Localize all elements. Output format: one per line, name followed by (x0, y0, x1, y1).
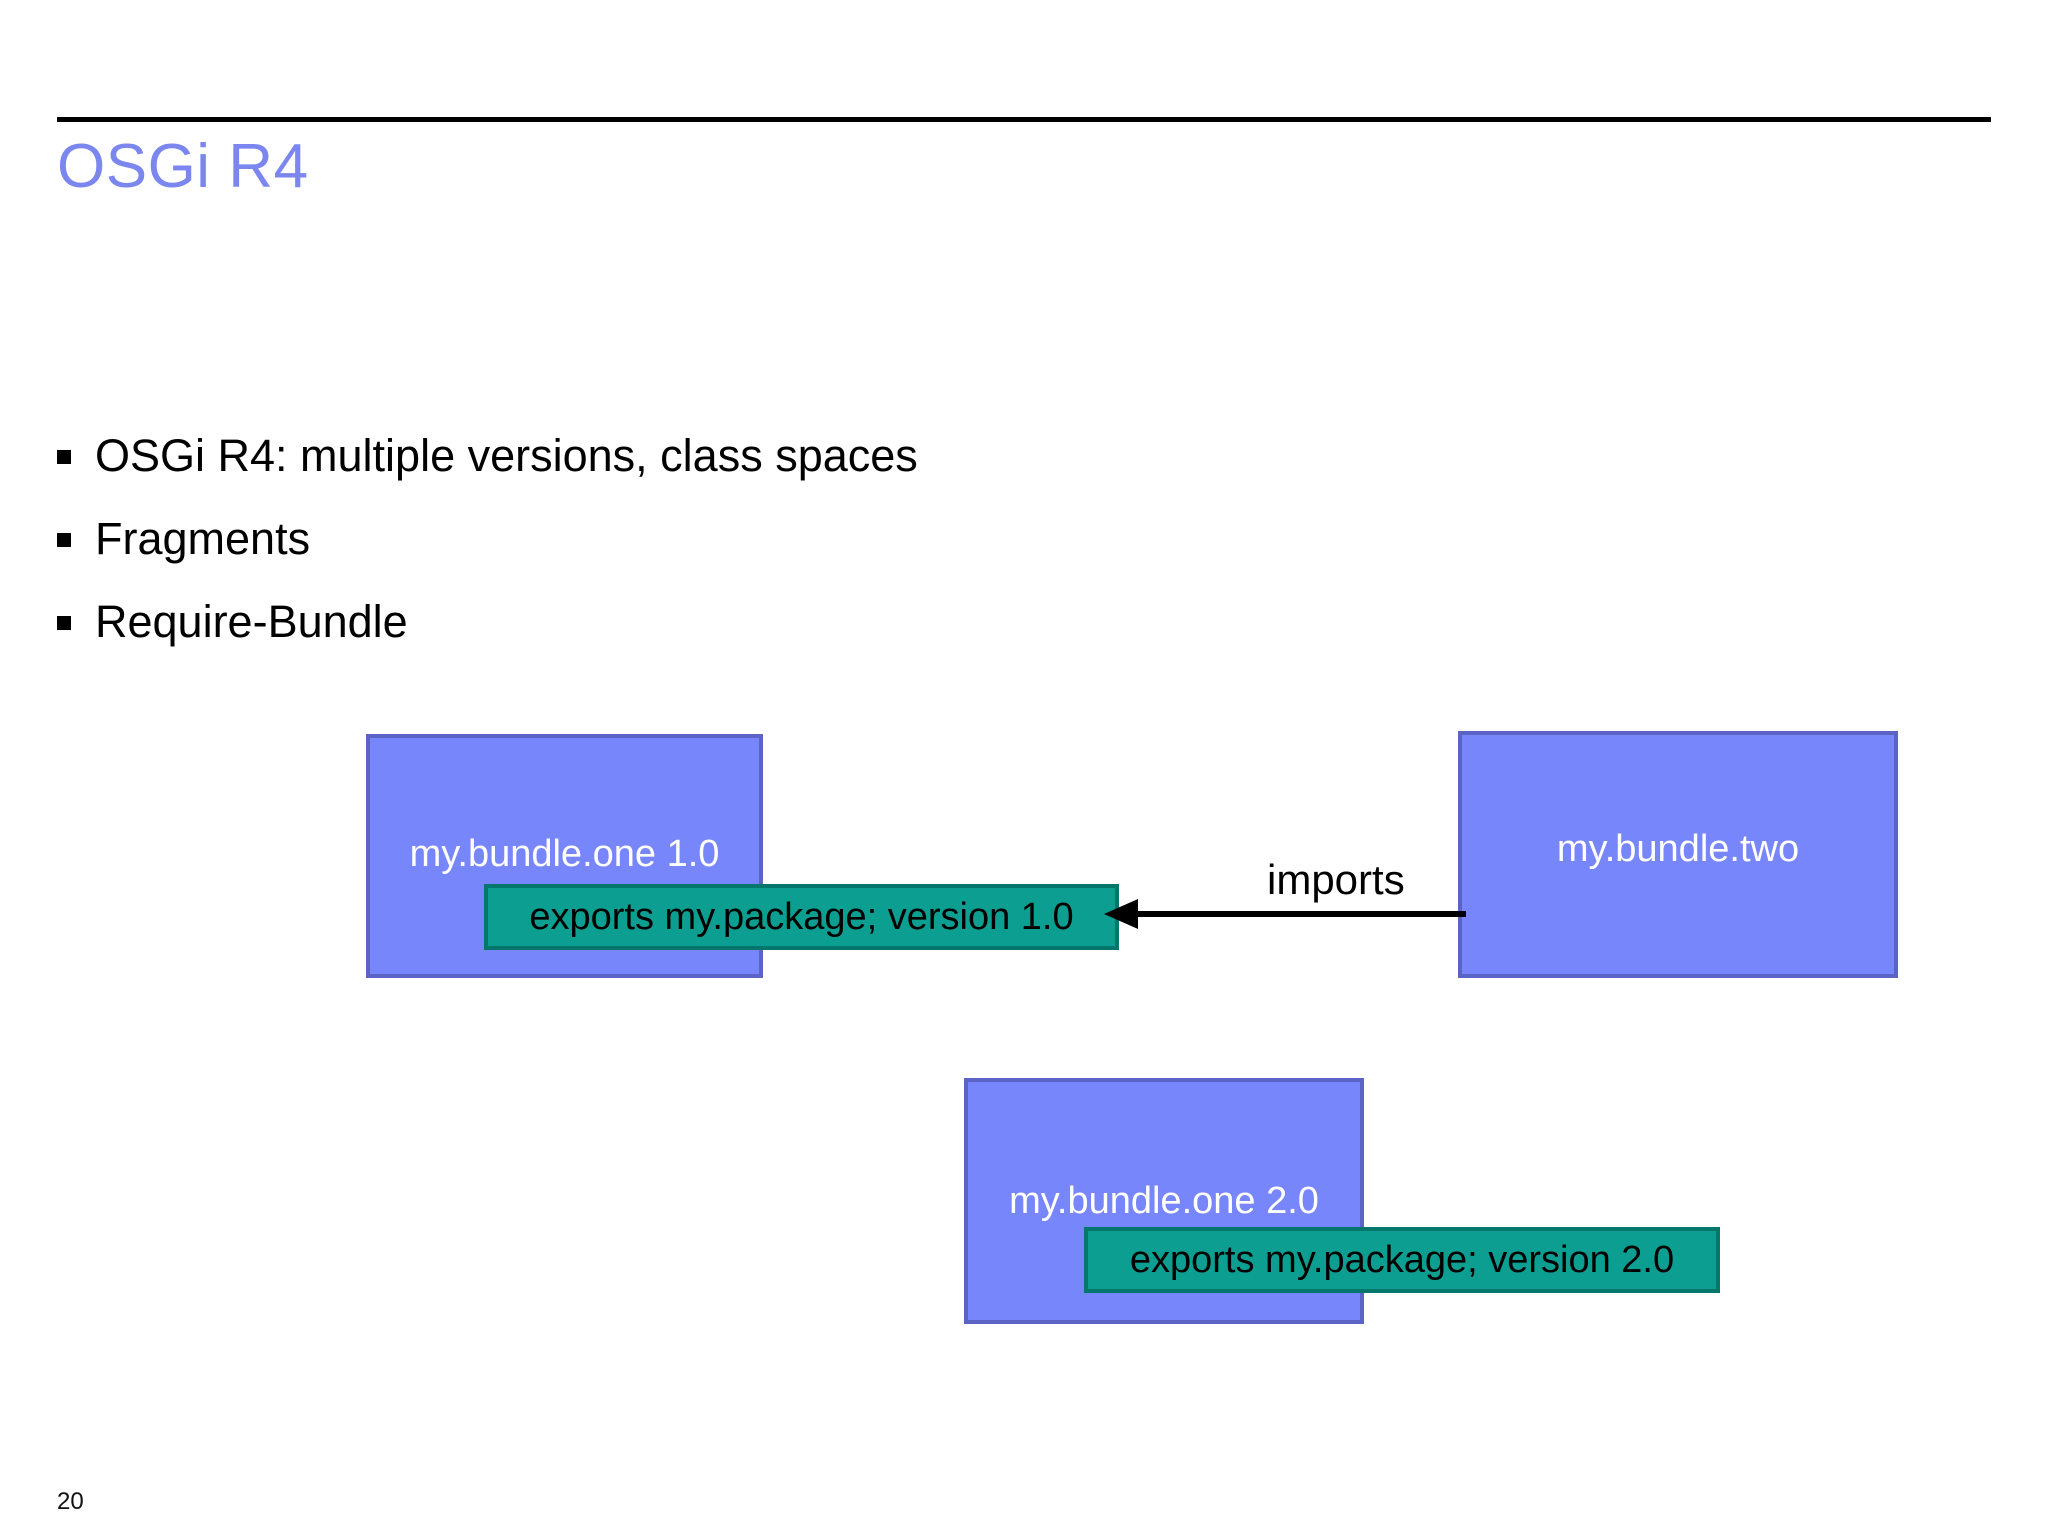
title-divider (57, 117, 1991, 122)
bundle-label: my.bundle.two (1556, 828, 1800, 870)
bullet-list: OSGi R4: multiple versions, class spaces… (57, 428, 1757, 677)
list-item: Fragments (57, 511, 1757, 594)
bundle-label: my.bundle.one 1.0 (409, 833, 720, 875)
list-item: OSGi R4: multiple versions, class spaces (57, 428, 1757, 511)
export-label: exports my.package; version 2.0 (1129, 1239, 1675, 1281)
bundle-box-my-bundle-two: my.bundle.two (1458, 731, 1898, 978)
list-item-label: Fragments (95, 513, 311, 564)
export-box-version-2-0: exports my.package; version 2.0 (1084, 1227, 1720, 1293)
square-bullet-icon (57, 533, 71, 547)
bundle-label: my.bundle.one 2.0 (1009, 1180, 1319, 1222)
list-item: Require-Bundle (57, 594, 1757, 677)
page-number: 20 (57, 1488, 84, 1515)
square-bullet-icon (57, 450, 71, 464)
export-box-version-1-0: exports my.package; version 1.0 (484, 884, 1119, 950)
page-title: OSGi R4 (57, 132, 309, 201)
list-item-label: Require-Bundle (95, 596, 408, 647)
imports-relation-label: imports (1267, 856, 1405, 903)
list-item-label: OSGi R4: multiple versions, class spaces (95, 430, 918, 481)
square-bullet-icon (57, 616, 71, 630)
export-label: exports my.package; version 1.0 (529, 896, 1074, 938)
left-arrow-icon (1104, 899, 1466, 929)
